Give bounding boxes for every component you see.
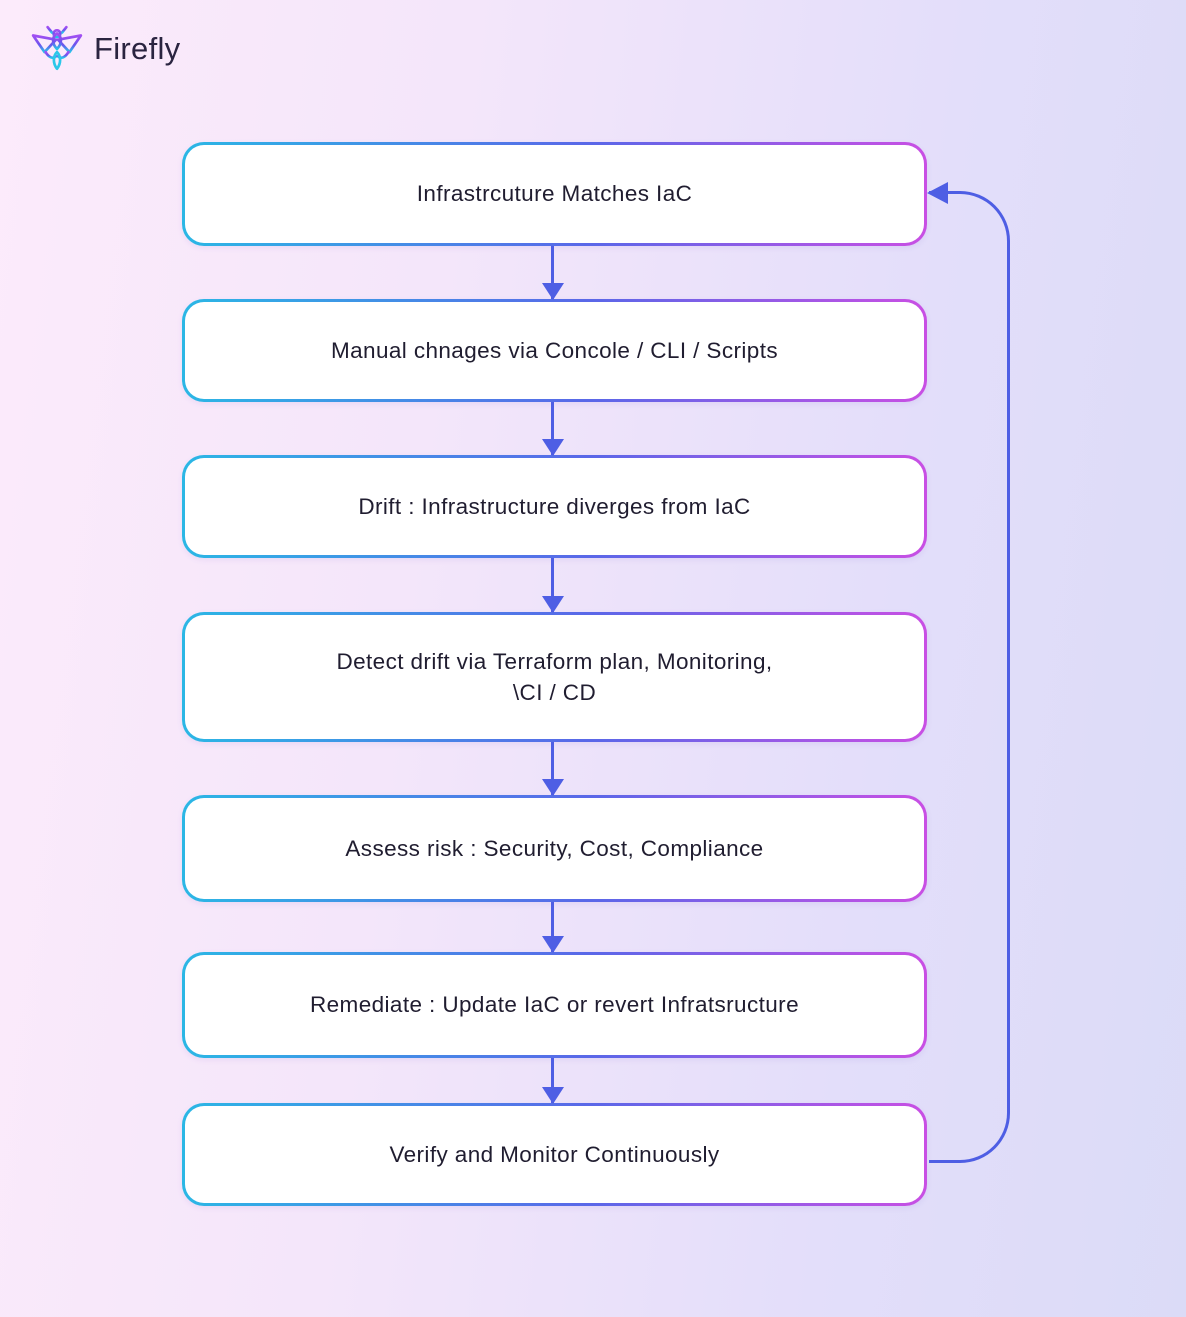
- arrow-head-down-icon: [542, 1087, 564, 1104]
- flow-node-label: Assess risk : Security, Cost, Compliance: [345, 835, 764, 861]
- arrow-head-left-icon: [927, 182, 948, 204]
- firefly-logo-icon: [31, 25, 83, 71]
- flow-node-manual-changes: Manual chnages via Concole / CLI / Scrip…: [182, 299, 927, 402]
- flow-node-label: Remediate : Update IaC or revert Infrats…: [309, 992, 799, 1018]
- flow-arrow-down-5: [551, 902, 554, 952]
- arrow-head-down-icon: [542, 283, 564, 300]
- loop-back-connector: [929, 191, 1010, 1163]
- flow-node-label: Verify and Monitor Continuously: [389, 1141, 720, 1167]
- arrow-head-down-icon: [542, 936, 564, 953]
- flow-arrow-down-4: [551, 742, 554, 795]
- brand-name: Firefly: [94, 31, 181, 66]
- flow-node-drift: Drift : Infrastructure diverges from IaC: [182, 455, 927, 558]
- flow-node-remediate: Remediate : Update IaC or revert Infrats…: [182, 952, 927, 1058]
- brand: Firefly: [30, 24, 181, 74]
- flow-node-label: Infrastrcuture Matches IaC: [416, 181, 693, 207]
- flow-node-verify-monitor: Verify and Monitor Continuously: [182, 1103, 927, 1206]
- flow-node-infrastructure-matches-iac: Infrastrcuture Matches IaC: [182, 142, 927, 246]
- flow-arrow-down-3: [551, 558, 554, 612]
- arrow-head-down-icon: [542, 779, 564, 796]
- flow-node-detect-drift: Detect drift via Terraform plan, Monitor…: [182, 612, 927, 742]
- arrow-head-down-icon: [542, 439, 564, 456]
- flow-node-label: Manual chnages via Concole / CLI / Scrip…: [330, 337, 778, 363]
- flow-node-assess-risk: Assess risk : Security, Cost, Compliance: [182, 795, 927, 902]
- flow-arrow-down-1: [551, 246, 554, 299]
- flow-arrow-down-2: [551, 402, 554, 455]
- flow-node-label: Drift : Infrastructure diverges from IaC: [358, 493, 751, 519]
- flow-arrow-down-6: [551, 1058, 554, 1103]
- arrow-head-down-icon: [542, 596, 564, 613]
- flow-node-label: Detect drift via Terraform plan, Monitor…: [336, 648, 773, 706]
